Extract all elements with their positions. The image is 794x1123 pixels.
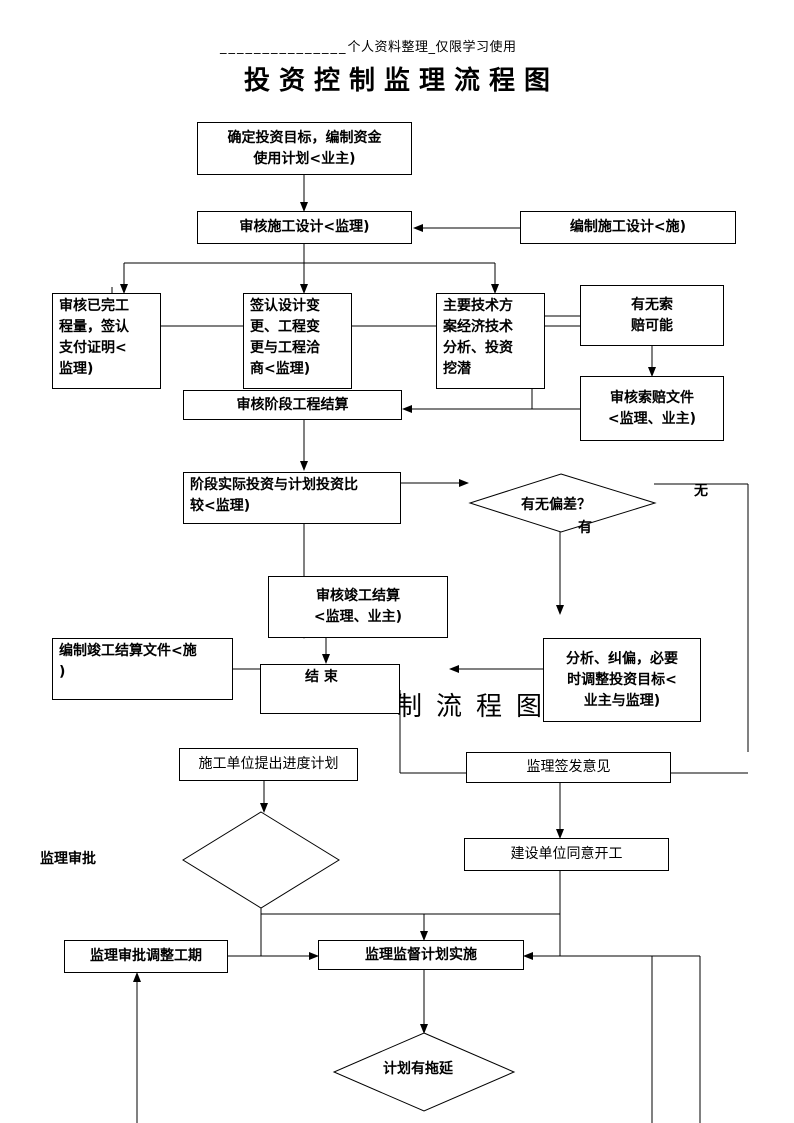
node-review-design: 审核施工设计<监理) [197,211,412,244]
node-review-final: 审核竣工结算 <监理、业主) [268,576,448,638]
node-review-done-work: 审核已完工 程量，签认 支付证明< 监理) [52,293,161,389]
deviation-question: 有无偏差？ [521,497,591,513]
node-tech-analysis: 主要技术方 案经济技术 分析、投资 挖潜 [436,293,545,389]
node-supervisor-opinion: 监理签发意见 [466,752,671,783]
page-title: 投资控制监理流程图 [244,66,560,96]
node-end: 结 束 [260,664,400,714]
label-supervisor-approve: 监理审批 [40,851,96,867]
node-supervise-impl: 监理监督计划实施 [318,940,524,970]
node-prepare-final-doc: 编制竣工结算文件<施 ) [52,638,233,700]
edge-label-yes: 有 [578,520,592,536]
node-adjust-period: 监理审批调整工期 [64,940,228,973]
node-compare-invest: 阶段实际投资与计划投资比 较<监理) [183,472,401,524]
node-sign-change: 签认设计变 更、工程变 更与工程洽 商<监理) [243,293,352,389]
decision-approve [182,811,340,909]
node-prepare-design: 编制施工设计<施) [520,211,736,244]
node-analyze-correct: 分析、纠偏，必要 时调整投资目标< 业主与监理) [543,638,701,722]
delay-question: 计划有拖延 [383,1061,453,1077]
node-contractor-schedule: 施工单位提出进度计划 [179,748,358,781]
node-review-stage-settle: 审核阶段工程结算 [183,390,402,420]
decision-deviation [468,473,657,533]
second-title-fragment: 制流程图 [396,692,557,722]
decision-delay [332,1032,516,1112]
node-claim-possible: 有无索 赔可能 [580,285,724,346]
node-define-target: 确定投资目标，编制资金 使用计划<业主) [197,122,412,175]
edge-label-no: 无 [694,483,708,499]
node-owner-agree: 建设单位同意开工 [464,838,669,871]
node-review-claim: 审核索赔文件 <监理、业主) [580,376,724,441]
header-note: _______________个人资料整理_仅限学习使用 [220,40,517,55]
